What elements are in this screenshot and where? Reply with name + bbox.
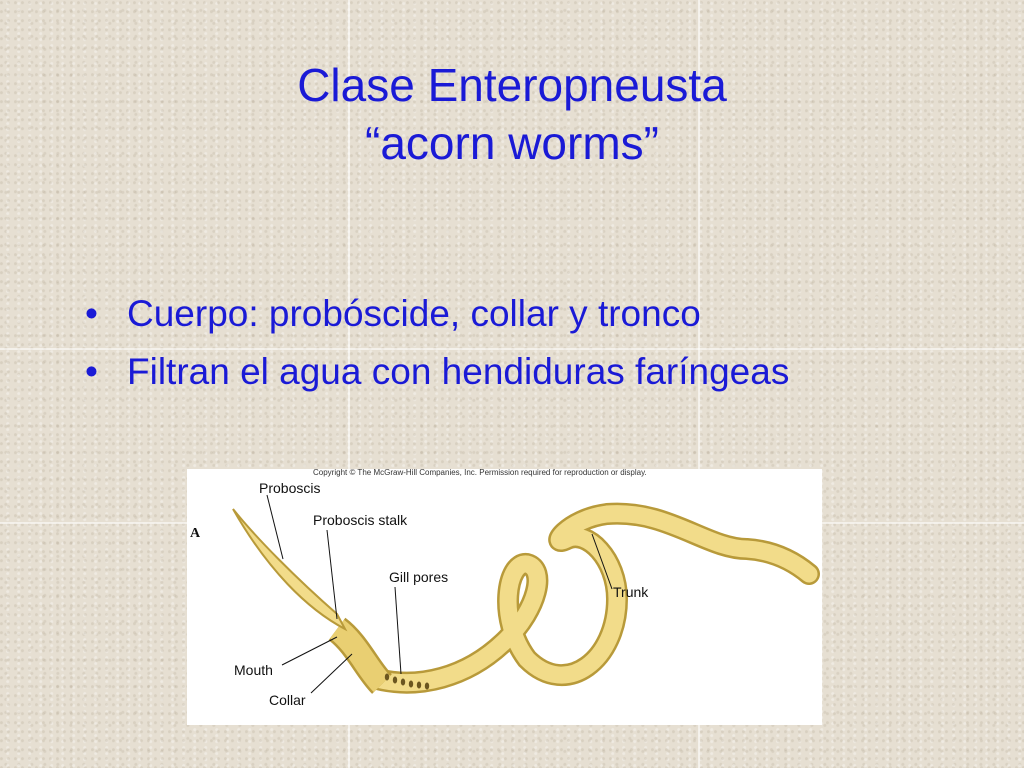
copyright-notice: Copyright © The McGraw-Hill Companies, I… xyxy=(313,468,647,477)
label-proboscis: Proboscis xyxy=(259,480,320,496)
worm-collar-fill xyxy=(329,619,391,693)
bullet-item: • Filtran el agua con hendiduras farínge… xyxy=(85,348,885,396)
label-mouth: Mouth xyxy=(234,662,273,678)
leader-lines xyxy=(266,494,613,694)
slide-title: Clase Enteropneusta “acorn worms” xyxy=(0,56,1024,172)
label-gill-pores: Gill pores xyxy=(389,569,448,585)
bullet-item: • Cuerpo: probóscide, collar y tronco xyxy=(85,290,885,338)
label-trunk: Trunk xyxy=(613,584,649,600)
bullet-text: Cuerpo: probóscide, collar y tronco xyxy=(127,293,701,334)
bullet-text: Filtran el agua con hendiduras faríngeas xyxy=(127,351,790,392)
title-line-1: Clase Enteropneusta xyxy=(297,59,727,111)
acorn-worm-figure: A Proboscis Proboscis stalk Gill pores T… xyxy=(187,469,822,725)
bullet-dot: • xyxy=(85,293,98,334)
background-tile-line xyxy=(348,0,350,768)
acorn-worm-illustration: A Proboscis Proboscis stalk Gill pores T… xyxy=(190,480,820,708)
background-tile-line xyxy=(698,0,700,768)
panel-letter: A xyxy=(190,526,201,541)
worm-proboscis xyxy=(232,508,348,632)
label-proboscis-stalk: Proboscis stalk xyxy=(313,512,408,528)
background-tile-line xyxy=(0,348,1024,350)
gill-pores xyxy=(384,673,430,690)
bullet-list: • Cuerpo: probóscide, collar y tronco • … xyxy=(85,290,885,406)
title-line-2: “acorn worms” xyxy=(365,117,659,169)
label-collar: Collar xyxy=(269,692,306,708)
worm-trunk-fill xyxy=(368,505,818,692)
bullet-dot: • xyxy=(85,351,98,392)
